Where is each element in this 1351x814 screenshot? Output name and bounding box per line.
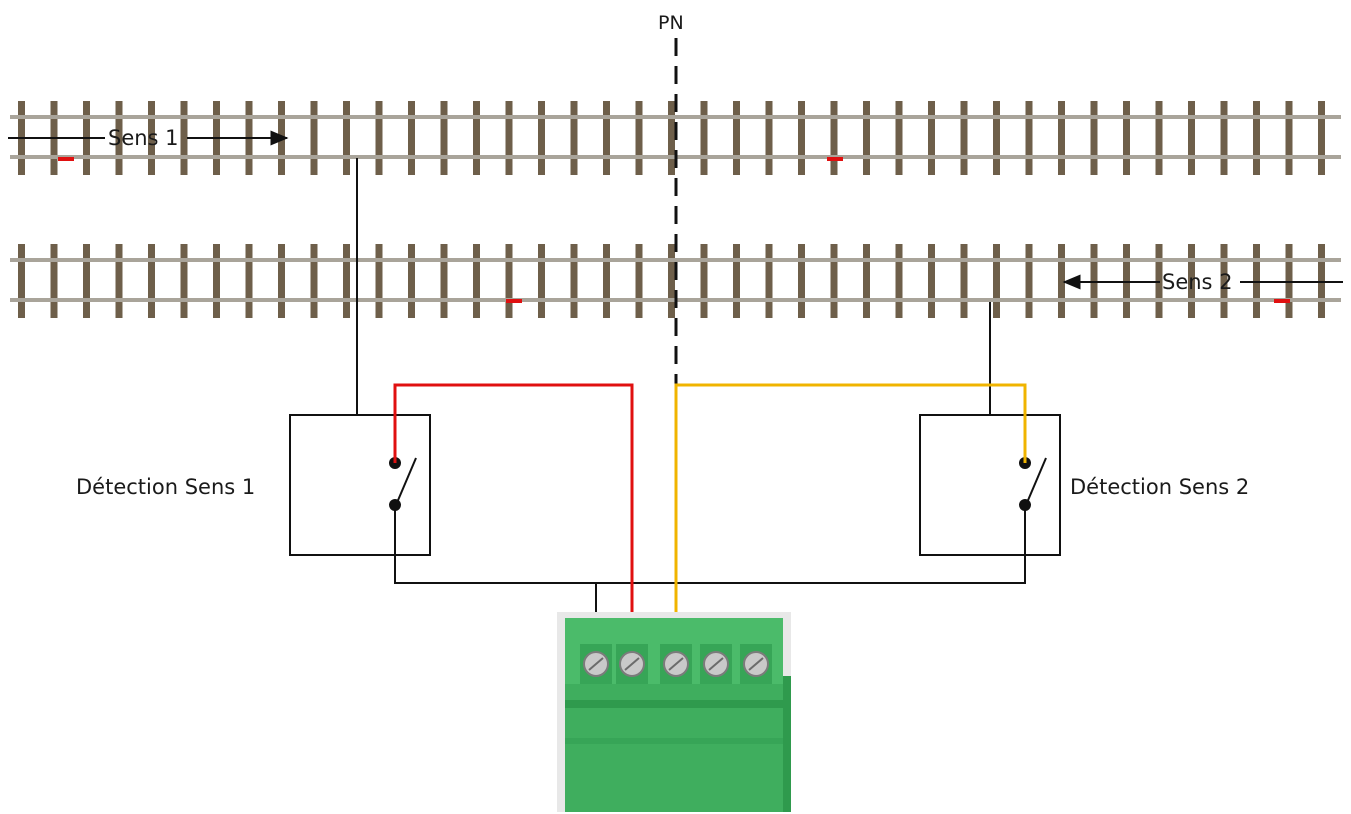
sleeper [1090,101,1098,175]
track-1 [10,101,1341,175]
sleeper [538,244,545,318]
sleeper [180,244,188,318]
track-1-insulator-right [827,157,843,161]
sleeper [408,101,415,175]
sleeper [180,101,188,175]
crossing-label: PN [658,12,684,34]
sleeper [928,244,935,318]
sleeper [1318,101,1325,175]
sleeper [538,101,545,175]
sleeper [830,101,838,175]
sleeper [1155,101,1163,175]
track-1-insulator-left [58,157,74,161]
sleeper [1220,244,1228,318]
sleeper [700,244,708,318]
sleeper [798,101,805,175]
track-1-rail-top [10,115,1341,119]
sleeper [798,244,805,318]
sleeper [960,244,968,318]
sleeper [505,101,513,175]
sleeper [765,244,773,318]
terminal-screws [580,644,772,684]
direction-label-2: Sens 2 [1162,270,1233,294]
sleeper [733,244,740,318]
sleeper [148,101,155,175]
sleeper [1058,244,1065,318]
sleeper [375,101,383,175]
sleeper [50,244,58,318]
sleeper [343,244,350,318]
detector-1-label: Détection Sens 1 [76,475,255,499]
common-wire [394,505,1026,584]
sleeper [635,244,643,318]
sleeper [115,101,123,175]
sleeper [83,244,90,318]
sleeper [278,244,285,318]
sleeper [668,101,675,175]
detector-1-switch-symbol [389,457,417,511]
direction-label-1: Sens 1 [108,126,179,150]
sleeper [1025,244,1033,318]
sleeper [115,244,123,318]
direction-arrow-2: Sens 2 [1062,270,1343,294]
sleeper [895,244,903,318]
sleeper [1253,101,1260,175]
sleeper [473,101,480,175]
sleeper [375,244,383,318]
sleeper [960,101,968,175]
sleeper [700,101,708,175]
terminal-screw-slot [748,657,764,671]
sleeper [440,101,448,175]
track-2-rail-top [10,258,1341,262]
sleeper [1058,101,1065,175]
sleeper [505,244,513,318]
sleeper [863,244,870,318]
detector-2-switch-symbol [1019,457,1047,511]
sleeper [213,244,220,318]
wire-sens-2 [674,383,1027,662]
track-2-insulator-right [1274,299,1290,303]
sleeper [310,244,318,318]
sleeper [1285,101,1293,175]
detector-2-box [919,414,1061,556]
sleeper [245,244,253,318]
sleeper [343,101,350,175]
terminal-screw-slot [624,657,640,671]
sleeper [473,244,480,318]
sleeper [863,101,870,175]
terminal-screw-slot [708,657,724,671]
sleeper [1188,101,1195,175]
terminal-block [557,612,791,812]
sleeper [603,101,610,175]
sleeper [570,101,578,175]
sleeper [603,244,610,318]
terminal-screw-slot [588,657,604,671]
sleeper [993,101,1000,175]
sleeper [440,244,448,318]
direction-arrow-1: Sens 1 [8,126,289,150]
sleeper [668,244,675,318]
sleeper [1220,101,1228,175]
sleeper [1025,101,1033,175]
sleeper [928,101,935,175]
sleeper [408,244,415,318]
terminal-screw-slot [668,657,684,671]
sleeper [635,101,643,175]
sleeper [570,244,578,318]
sleeper [993,244,1000,318]
detector-1-box [289,414,431,556]
sleeper [830,244,838,318]
sleeper [765,101,773,175]
sleeper [148,244,155,318]
detector-2-label: Détection Sens 2 [1070,475,1249,499]
sleeper [733,101,740,175]
track-2-insulator-left [506,299,522,303]
sleeper [895,101,903,175]
sleeper [310,101,318,175]
sleeper [18,244,25,318]
sleeper [1188,244,1195,318]
sleeper [1123,101,1130,175]
wire-sens-1 [393,383,634,662]
